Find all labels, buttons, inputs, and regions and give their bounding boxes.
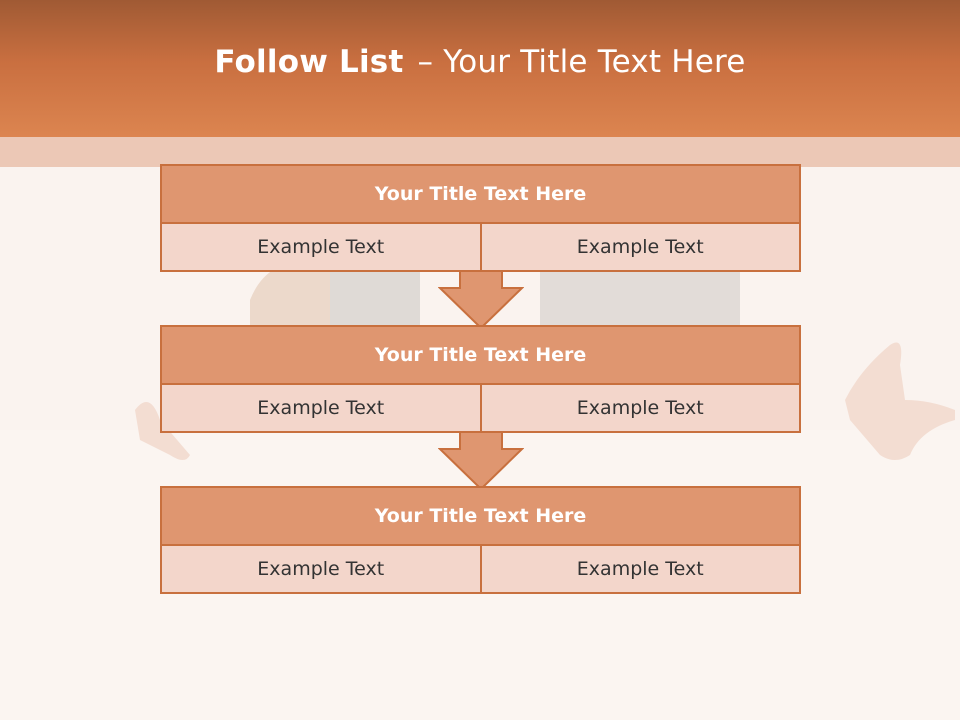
block-title: Your Title Text Here — [162, 327, 799, 385]
title-bar-accent-strip — [0, 137, 960, 167]
title-rest-part: Your Title Text Here — [443, 43, 746, 80]
block-cell-left: Example Text — [257, 397, 385, 419]
block-cell-right: Example Text — [479, 546, 800, 592]
block-row: Example Text Example Text — [162, 385, 799, 431]
list-block-1: Your Title Text Here Example Text Exampl… — [160, 164, 801, 272]
title-separator: – — [417, 43, 434, 80]
down-arrow-icon — [438, 431, 524, 491]
title-bold-part: Follow List — [214, 43, 404, 80]
block-row: Example Text Example Text — [162, 546, 799, 592]
block-cell-right: Example Text — [479, 224, 800, 270]
list-block-3: Your Title Text Here Example Text Exampl… — [160, 486, 801, 594]
slide-title: Follow List–Your Title Text Here — [214, 44, 745, 80]
block-cell-right: Example Text — [479, 385, 800, 431]
block-cell-left: Example Text — [257, 236, 385, 258]
down-arrow-icon — [438, 270, 524, 330]
block-title: Your Title Text Here — [162, 488, 799, 546]
block-row: Example Text Example Text — [162, 224, 799, 270]
title-bar: Follow List–Your Title Text Here — [0, 0, 960, 137]
block-title: Your Title Text Here — [162, 166, 799, 224]
block-cell-left: Example Text — [257, 558, 385, 580]
list-block-2: Your Title Text Here Example Text Exampl… — [160, 325, 801, 433]
